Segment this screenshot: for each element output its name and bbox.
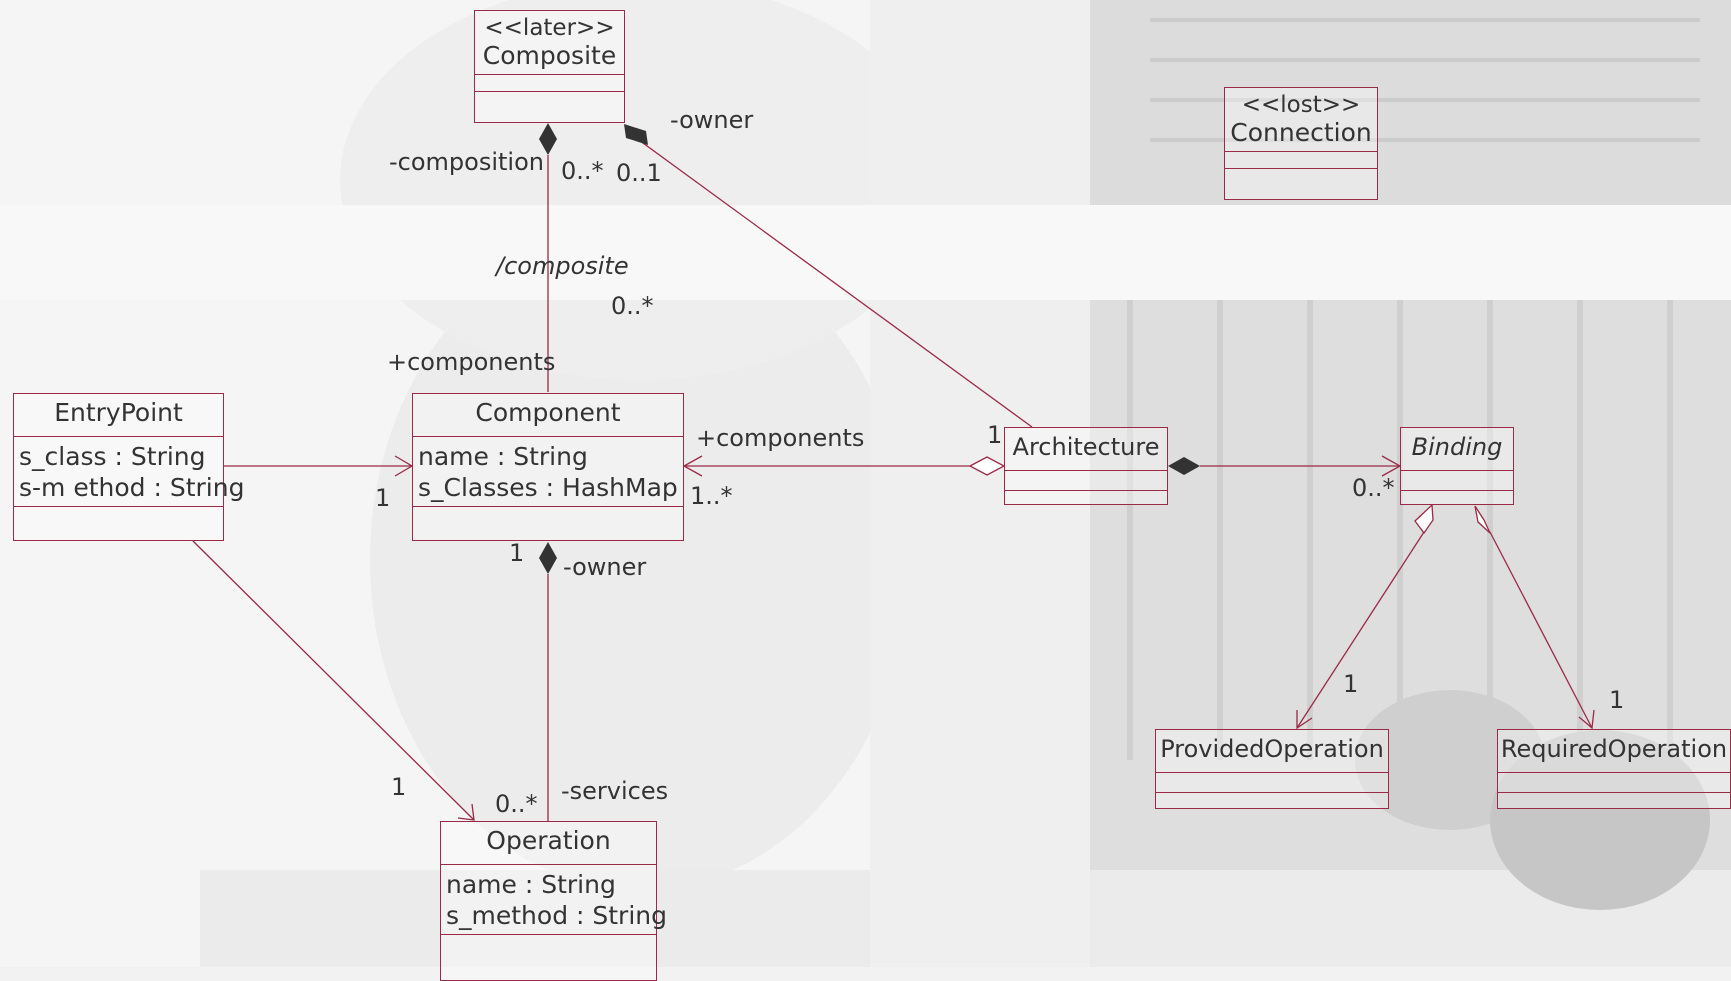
provided-operations (1156, 792, 1388, 812)
multiplicity-label: 0..1 (616, 159, 662, 187)
required-operations (1498, 792, 1730, 812)
binding-provided-diamond (1414, 503, 1434, 535)
required-attributes (1498, 772, 1730, 792)
architecture-operations (1005, 490, 1167, 508)
multiplicity-label: 1 (1343, 670, 1359, 698)
component-attributes: name : String s_Classes : HashMap (413, 436, 683, 506)
multiplicity-label: 0..* (611, 292, 654, 320)
operation-attr: name : String (446, 870, 616, 899)
composite-diamond-right (624, 124, 648, 145)
entrypoint-attributes: s_class : String s-m ethod : String (14, 436, 245, 506)
connection-attributes (1225, 151, 1377, 168)
class-binding[interactable]: Binding (1400, 427, 1514, 505)
provided-attributes (1156, 772, 1388, 792)
required-name: RequiredOperation (1500, 735, 1728, 763)
entrypoint-operation-arrowhead (457, 803, 475, 821)
role-label: -owner (670, 106, 754, 134)
binding-name: Binding (1411, 433, 1503, 461)
connection-operations (1225, 168, 1377, 192)
role-label: -owner (563, 553, 647, 581)
multiplicity-label: 1 (375, 484, 391, 512)
provided-name: ProvidedOperation (1160, 735, 1384, 763)
operation-operations (441, 934, 656, 974)
component-name: Component (475, 398, 621, 427)
connection-name: Connection (1230, 118, 1372, 147)
operation-name: Operation (486, 826, 611, 855)
architecture-component-arrowhead (682, 455, 703, 477)
composite-architecture-link (631, 134, 1033, 428)
multiplicity-label: 1 (1609, 686, 1625, 714)
multiplicity-label: 0..* (495, 790, 538, 818)
entrypoint-attr: s-m ethod : String (19, 473, 245, 502)
component-attr: s_Classes : HashMap (418, 473, 678, 502)
derived-role-label: /composite (496, 252, 629, 280)
composite-name: Composite (482, 41, 617, 70)
multiplicity-label: 1 (509, 539, 525, 567)
multiplicity-label: 1 (391, 773, 407, 801)
entrypoint-name: EntryPoint (54, 398, 183, 427)
connection-stereotype: <<lost>> (1241, 92, 1361, 118)
architecture-attributes (1005, 470, 1167, 490)
operation-attr: s_method : String (446, 901, 667, 930)
role-label: +components (696, 424, 865, 452)
architecture-name: Architecture (1012, 433, 1160, 461)
architecture-aggregation-diamond (968, 456, 1006, 476)
composite-stereotype: <<later>> (484, 15, 615, 41)
class-required-operation[interactable]: RequiredOperation (1497, 729, 1731, 809)
binding-operations (1401, 490, 1513, 508)
class-operation[interactable]: Operation name : String s_method : Strin… (440, 821, 667, 981)
multiplicity-label: 1..* (690, 482, 733, 510)
entrypoint-operations (14, 506, 223, 544)
binding-required-arrowhead (1578, 709, 1595, 730)
component-operation-diamond (539, 542, 557, 574)
binding-required-link (1489, 531, 1593, 729)
binding-required-diamond (1474, 505, 1491, 534)
binding-provided-link (1296, 531, 1425, 729)
composite-attributes (475, 74, 624, 91)
class-composite[interactable]: <<later>> Composite (474, 10, 625, 123)
entrypoint-operation-link (192, 540, 475, 821)
operation-attributes: name : String s_method : String (441, 864, 667, 934)
role-label: +components (387, 348, 556, 376)
entrypoint-attr: s_class : String (19, 442, 206, 471)
component-attr: name : String (418, 442, 588, 471)
role-label: -services (561, 777, 669, 805)
class-provided-operation[interactable]: ProvidedOperation (1155, 729, 1389, 809)
class-component[interactable]: Component name : String s_Classes : Hash… (412, 393, 684, 541)
role-label: -composition (389, 148, 544, 176)
composite-operations (475, 91, 624, 115)
multiplicity-label: 1 (987, 421, 1003, 449)
component-operations (413, 506, 683, 544)
multiplicity-label: 0..* (1352, 474, 1395, 502)
class-connection[interactable]: <<lost>> Connection (1224, 87, 1378, 200)
architecture-composition-diamond (1168, 457, 1200, 475)
binding-attributes (1401, 470, 1513, 490)
composite-diamond-left (539, 123, 557, 155)
multiplicity-label: 0..* (561, 157, 604, 185)
binding-provided-arrowhead (1296, 710, 1313, 730)
class-architecture[interactable]: Architecture (1004, 427, 1168, 505)
class-entrypoint[interactable]: EntryPoint s_class : String s-m ethod : … (13, 393, 245, 544)
